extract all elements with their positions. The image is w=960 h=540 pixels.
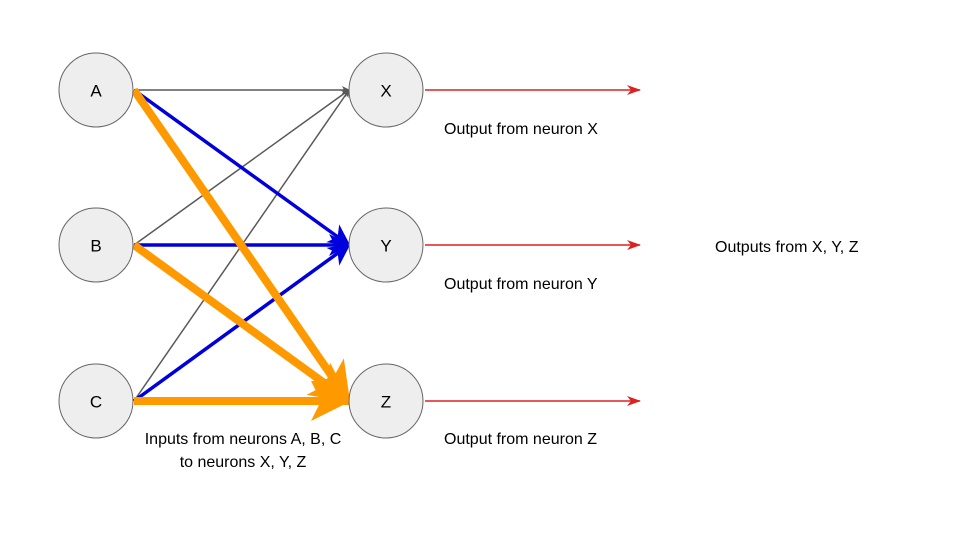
neuron-label: Y: [380, 237, 391, 256]
neuron-circle: [348, 52, 424, 128]
neuron-circle: [58, 363, 134, 439]
neuron-circle: [58, 207, 134, 283]
edge-a-to-z: [130, 87, 353, 404]
output-node-y: Y: [348, 207, 424, 283]
output-x-caption: Output from neuron X: [444, 121, 598, 138]
neuron-label: B: [90, 237, 101, 256]
connections: [130, 86, 353, 421]
edge-b-to-z: [131, 241, 352, 405]
output-node-x: X: [348, 52, 424, 128]
input-node-c: C: [58, 363, 134, 439]
neuron-label: A: [90, 82, 102, 101]
output-arrows: [425, 85, 641, 406]
neuron-label: C: [90, 393, 102, 412]
outputs-caption: Outputs from X, Y, Z: [715, 239, 859, 256]
inputs-caption-line2: to neurons X, Y, Z: [180, 454, 307, 471]
neuron-label: Z: [381, 393, 391, 412]
input-node-a: A: [58, 52, 134, 128]
output-y-caption: Output from neuron Y: [444, 276, 598, 293]
neuron-circle: [58, 52, 134, 128]
input-node-b: B: [58, 207, 134, 283]
neuron-circle: [348, 363, 424, 439]
inputs-caption-line1: Inputs from neurons A, B, C: [145, 431, 342, 448]
edge-a-to-y: [132, 88, 351, 247]
neuron-circle: [348, 207, 424, 283]
neuron-label: X: [380, 82, 391, 101]
output-z-caption: Output from neuron Z: [444, 431, 597, 448]
output-node-z: Z: [348, 363, 424, 439]
